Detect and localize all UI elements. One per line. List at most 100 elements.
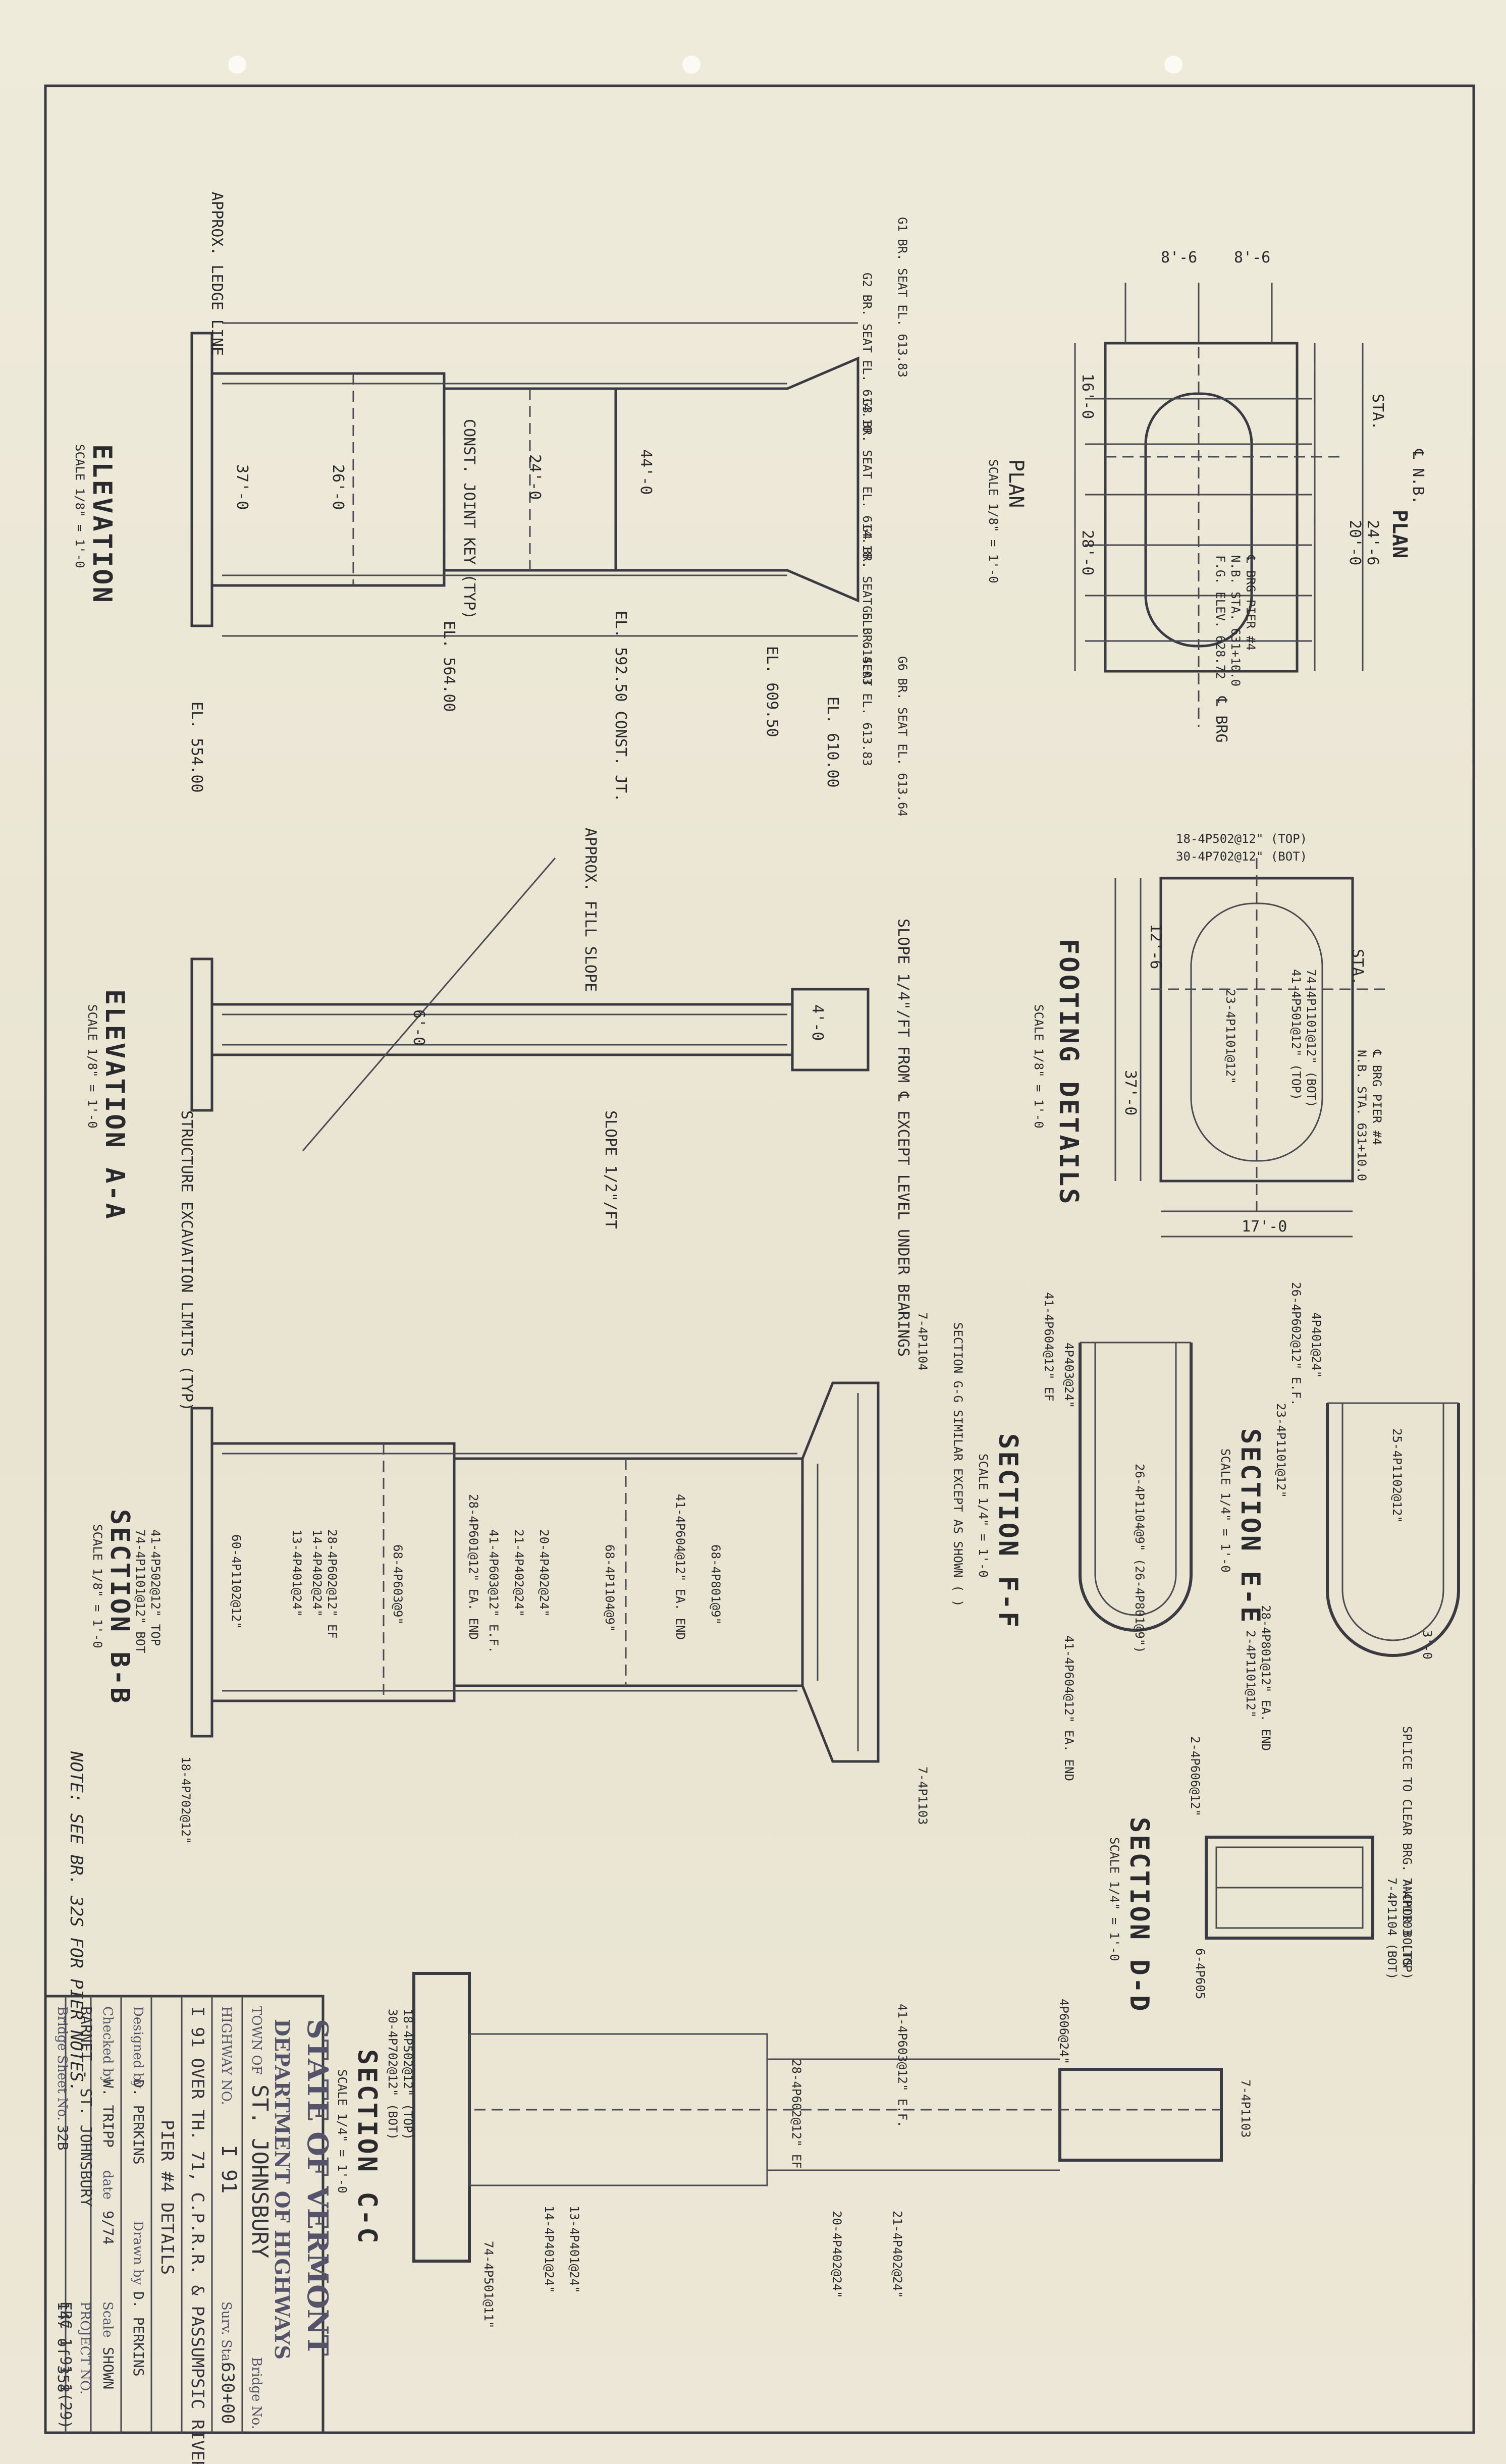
dd-label: 2-4P606@12" (1188, 1736, 1202, 1816)
footing-details-view: FOOTING DETAILS SCALE 1/8" = 1'-0 18-4P5… (1032, 832, 1388, 1238)
plan-fg-elev: F.G. ELEV. 628.72 (1213, 555, 1227, 679)
elevation-view: ELEVATION SCALE 1/8" = 1'-0 44'-0 24'-0 … (73, 192, 909, 817)
footing-bot-mat: 74-4P1101@12" (BOT) (1304, 969, 1318, 1108)
footing-title: FOOTING DETAILS (1053, 939, 1084, 1206)
elev-footing (190, 332, 213, 627)
elev-pier-cap (614, 356, 859, 603)
elev-g3-seat: G3 BR. SEAT EL. 614.18 (860, 399, 874, 559)
cc-label: 28-4P602@12" EF (789, 2059, 803, 2169)
aa-fill-slope: APPROX. FILL SLOPE (581, 828, 599, 992)
aa-footing (190, 957, 213, 1112)
ff-section-outline (1079, 1343, 1193, 1632)
elev-dim-37: 37'-0 (233, 464, 251, 510)
tb-sheet: 32B (55, 2125, 71, 2151)
tb-scale: SHOWN (100, 2347, 117, 2389)
ee-label: 4P401@24" (1309, 1312, 1323, 1378)
elev-g6-seat: G6 BR. SEAT EL. 613.64 (895, 656, 909, 817)
ff-label: 41-4P604@12" EA. END (1062, 1635, 1076, 1781)
bb-label: 68-4P603@9" (391, 1544, 405, 1625)
elev-610-label: EL. 610.00 (824, 697, 841, 788)
plan-dim: 8'-6 (1234, 249, 1270, 266)
plan-pier-label: ℄ BRG PIER #4 (1244, 555, 1258, 651)
aa-dim: 4'-0 (809, 1004, 826, 1041)
cc-label: 74-4P501@11" (481, 2241, 496, 2328)
elev-ledge-label: APPROX. LEDGE LINE (208, 192, 226, 356)
cc-label: 21-4P402@24" (890, 2211, 904, 2298)
tb-description: I 91 OVER TH. 71, C.P.R.R. & PASSUMPSIC … (187, 2006, 207, 2464)
footing-dim: 12'-6 (1147, 924, 1164, 969)
section-ee-view: SECTION E-E SCALE 1/4" = 1'-0 4P401@24" … (1218, 1282, 1460, 1751)
bb-label: 7-4P1103 (916, 1766, 930, 1825)
aa-slope-note: SLOPE 1/4"/FT FROM ℄ EXCEPT LEVEL UNDER … (894, 919, 912, 1357)
footing-bot-bars: 30-4P702@12" (BOT) (1176, 849, 1307, 864)
plan-dim: 16'-0 (1079, 373, 1096, 419)
punch-hole (1164, 56, 1182, 74)
cc-footing (412, 1972, 471, 2263)
bb-label: 28-4P602@12" EF (325, 1529, 339, 1639)
section-ff-title: SECTION F-F (993, 1433, 1023, 1629)
tb-survey-label: Surv. Sta. (219, 2301, 234, 2366)
ff-label: 41-4P604@12" EF (1042, 1292, 1056, 1402)
tb-town-label: TOWN OF (249, 2006, 264, 2075)
elev-dim-24: 24'-0 (526, 454, 544, 500)
bb-label: 13-4P401@24" (290, 1529, 304, 1617)
tb-drawn-label: Drawn by (130, 2221, 145, 2285)
elevation-aa-title: ELEVATION A-A (99, 989, 130, 1221)
ee-label: 3'-0 (1420, 1630, 1434, 1659)
tb-drawn: D. PERKINS (130, 2291, 147, 2377)
tb-sheet-label: Bridge Sheet No. (55, 2006, 70, 2121)
title-block-frame (44, 1995, 325, 2434)
dd-label: 7-4P1103 (TOP) (1400, 1878, 1414, 1979)
tb-scale-label: Scale (100, 2301, 115, 2338)
ff-label: 26-4P1104@9" (26-4P801@9") (1133, 1464, 1147, 1653)
footing-top-mat: 41-4P501@12" (TOP) (1289, 969, 1303, 1100)
elev-609-label: EL. 609.50 (763, 646, 781, 737)
bb-label: 21-4P402@24" (512, 1529, 526, 1617)
section-cc-scale: SCALE 1/4" = 1'-0 (335, 2069, 349, 2193)
title-block: STATE OF VERMONT DEPARTMENT OF HIGHWAYS … (44, 1995, 334, 2464)
cc-label: 4P606@24" (1057, 1999, 1071, 2064)
elev-g4-seat: G4 BR. SEAT EL. 614.03 (860, 525, 874, 685)
elev-joint-label: CONST. JOINT KEY (TYP) (460, 419, 478, 619)
aa-slope-half: SLOPE 1/2"/FT (602, 1110, 619, 1229)
tb-highway: I 91 (217, 2145, 240, 2193)
tb-checked-label: Checked by (100, 2006, 115, 2084)
bb-footing (190, 1407, 213, 1738)
plan-dim: 24'-6 (1364, 520, 1381, 565)
bb-label: 68-4P801@9" (709, 1544, 723, 1625)
tb-date-label: date (100, 2170, 115, 2200)
section-cc-title: SECTION C-C (352, 2049, 382, 2245)
elev-dim-26: 26'-0 (329, 464, 347, 510)
bb-label: 41-4P502@12" TOP (148, 1529, 163, 1646)
ff-label: 4P403@24" (1062, 1343, 1076, 1408)
plan-brg-label: ℄ BRG (1212, 696, 1230, 743)
elev-g1-seat: G1 BR. SEAT EL. 613.83 (895, 217, 909, 378)
section-dd-view: SECTION D-D SCALE 1/4" = 1'-0 SPLICE TO … (1107, 1726, 1414, 2013)
section-ff-view: SECTION F-F SCALE 1/4" = 1'-0 SECTION G-… (951, 1292, 1193, 1781)
cc-label: 20-4P402@24" (830, 2211, 844, 2298)
ee-section-outline (1326, 1403, 1460, 1657)
sheet-border (44, 84, 1475, 2434)
elev-dim-44: 44'-0 (637, 449, 655, 495)
plan-title: PLAN (1388, 510, 1411, 558)
cc-label: 14-4P401@24" (542, 2206, 556, 2293)
elev-cj-label: EL. 592.50 CONST. JT. (612, 611, 629, 802)
tb-project: BARNET - ST. JOHNSBURY (77, 2006, 94, 2207)
tb-project-label: PROJECT NO. (77, 2301, 92, 2394)
footing-dim: 17'-0 (1242, 1218, 1287, 1236)
section-ee-title: SECTION E-E (1235, 1428, 1265, 1624)
tb-state: STATE OF VERMONT (301, 2019, 334, 2356)
tb-designed: D. PERKINS (130, 2079, 147, 2165)
ee-label: 2-4P1101@12" (1244, 1630, 1258, 1718)
elevation-title: ELEVATION (87, 444, 117, 605)
section-dd-title: SECTION D-D (1124, 1817, 1154, 2013)
elev-g2-seat: G2 BR. SEAT EL. 614.10 (860, 273, 874, 433)
tb-checked: W. TRIPP (100, 2079, 117, 2148)
ee-label: 23-4P1101@12" (1274, 1403, 1288, 1498)
aa-dim: 6'-0 (410, 1009, 427, 1046)
ee-label: 28-4P801@12" EA. END (1259, 1605, 1273, 1751)
section-ff-scale: SCALE 1/4" = 1'-0 (976, 1454, 990, 1578)
aa-column (210, 1003, 794, 1056)
tb-date: 9/74 (100, 2211, 117, 2244)
